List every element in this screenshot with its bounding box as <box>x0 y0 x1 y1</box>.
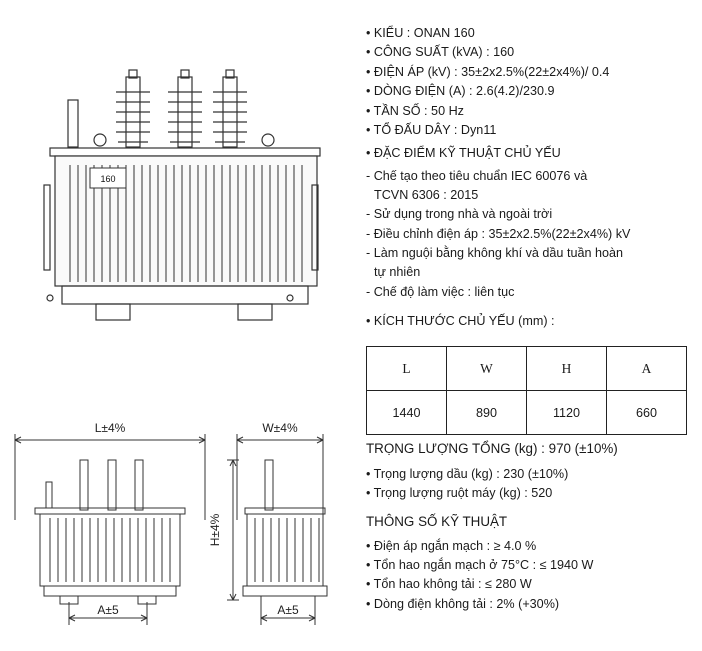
spec-voltage: • ĐIỆN ÁP (kV) : 35±2x2.5%(22±2x4%)/ 0.4 <box>366 65 610 79</box>
side-a-label: A±5 <box>277 603 299 617</box>
spec-vector-group: • TỔ ĐẤU DÂY : Dyn11 <box>366 123 497 137</box>
dimensions-table: L W H A 1440 890 1120 660 <box>366 346 687 435</box>
feature-line: - Sử dụng trong nhà và ngoài trời <box>366 207 553 221</box>
value-h: 1120 <box>526 390 607 435</box>
tech-param: • Dòng điện không tải : 2% (+30%) <box>366 597 560 611</box>
dimensions-heading: • KÍCH THƯỚC CHỦ YẾU (mm) : <box>366 314 555 328</box>
weight-oil: • Trọng lượng dầu (kg) : 230 (±10%) <box>366 467 569 481</box>
hv-bushing-right <box>213 69 247 148</box>
front-view-drawing: L±4% A±5 <box>14 421 206 625</box>
nameplate-label: 160 <box>100 174 115 184</box>
feature-line: - Điều chỉnh điện áp : 35±2x2.5%(22±2x4%… <box>366 227 631 241</box>
spec-frequency: • TẦN SỐ : 50 Hz <box>366 104 464 118</box>
spec-features-heading: • ĐẶC ĐIỂM KỸ THUẬT CHỦ YẾU <box>366 146 561 160</box>
side-view-drawing: W±4% H±4% A±5 <box>208 421 328 625</box>
weight-core: • Trọng lượng ruột máy (kg) : 520 <box>366 486 553 500</box>
weight-heading: TRỌNG LƯỢNG TỔNG (kg) : 970 (±10%) <box>366 441 618 456</box>
feature-line: TCVN 6306 : 2015 <box>374 188 479 202</box>
spec-power: • CÔNG SUẤT (kVA) : 160 <box>366 45 515 59</box>
spec-current: • DÒNG ĐIỆN (A) : 2.6(4.2)/230.9 <box>366 84 555 98</box>
header-a: A <box>606 346 687 391</box>
hv-bushing-middle <box>168 69 202 148</box>
feature-line: - Chế tạo theo tiêu chuẩn IEC 60076 và <box>366 169 588 183</box>
feature-line: - Làm nguội bằng không khí và dầu tuần h… <box>366 246 623 260</box>
feature-line: tự nhiên <box>374 265 421 279</box>
front-a-label: A±5 <box>97 603 119 617</box>
table-row: 1440 890 1120 660 <box>366 390 687 435</box>
header-h: H <box>526 346 607 391</box>
transformer-front-drawing: 160 <box>43 69 321 321</box>
feature-line: - Chế độ làm việc : liên tục <box>366 285 515 299</box>
tech-heading: THÔNG SỐ KỸ THUẬT <box>366 514 508 529</box>
hv-bushing-left <box>116 69 150 148</box>
value-l: 1440 <box>366 390 447 435</box>
tech-param: • Tổn hao ngắn mạch ở 75°C : ≤ 1940 W <box>366 558 594 572</box>
spec-type: • KIỂU : ONAN 160 <box>366 26 475 40</box>
value-w: 890 <box>446 390 527 435</box>
tech-param: • Tổn hao không tải : ≤ 280 W <box>366 577 532 591</box>
header-l: L <box>366 346 447 391</box>
value-a: 660 <box>606 390 687 435</box>
front-length-label: L±4% <box>95 421 126 435</box>
header-w: W <box>446 346 527 391</box>
table-header-row: L W H A <box>366 346 687 391</box>
side-width-label: W±4% <box>262 421 298 435</box>
side-height-label: H±4% <box>208 513 222 546</box>
tech-param: • Điện áp ngắn mạch : ≥ 4.0 % <box>366 539 537 553</box>
